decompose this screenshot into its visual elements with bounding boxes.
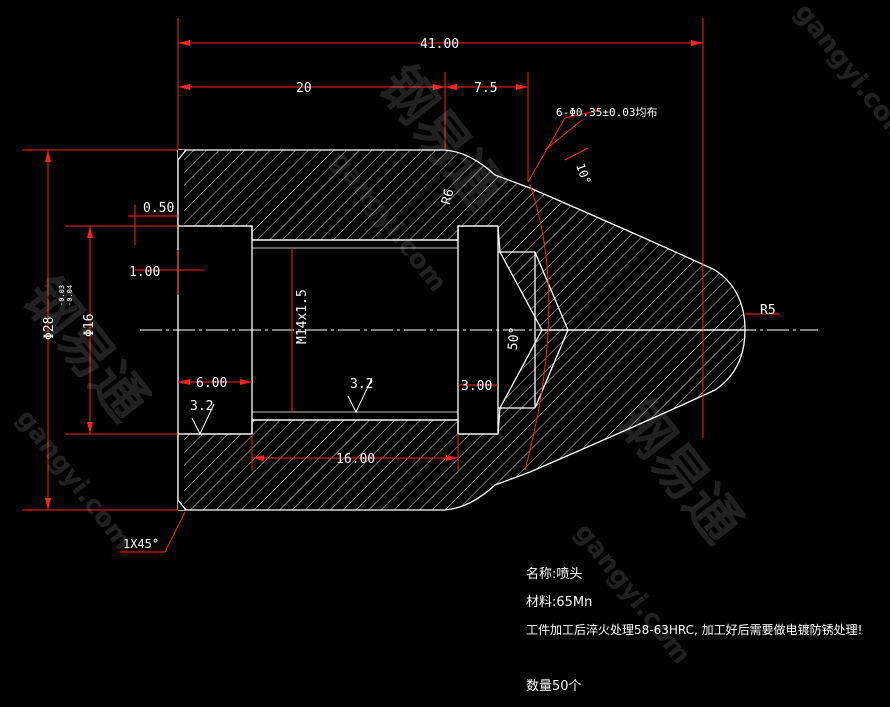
notes-block: 名称:喷头 材料:65Mn 工件加工后淬火处理58-63HRC, 加工好后需要做… — [526, 566, 862, 694]
dim-length-16-00: 16.00 — [336, 452, 375, 467]
dim-diameter-28: Φ28 — [42, 317, 57, 340]
dim-length-7-5: 7.5 — [474, 81, 497, 96]
dimension-arrows — [45, 40, 703, 510]
dim-length-6-00: 6.00 — [196, 376, 227, 391]
note-treatment: 工件加工后淬火处理58-63HRC, 加工好后需要做电镀防锈处理! — [526, 622, 862, 637]
dim-thread: M14x1.5 — [295, 289, 310, 344]
note-quantity: 数量50个 — [526, 679, 582, 694]
dim-length-3-00: 3.00 — [461, 379, 492, 394]
dim-length-20: 20 — [296, 81, 312, 96]
dim-tolerance-upper: -0.03 — [58, 285, 66, 306]
roughness-symbols — [191, 377, 373, 436]
note-name: 名称:喷头 — [526, 566, 582, 582]
dim-radius-r6: R6 — [439, 187, 458, 206]
dim-angle-10: 10° — [573, 161, 594, 186]
dim-roughness-outer: 3.2 — [190, 399, 213, 414]
dim-overall-length: 41.00 — [420, 37, 459, 52]
dim-roughness-inner: 3.2 — [350, 377, 373, 392]
dim-chamfer-0-50: 0.50 — [143, 201, 174, 216]
dim-chamfer-1x45: 1X45° — [123, 537, 159, 551]
dim-tolerance-lower: -0.04 — [66, 285, 74, 306]
dimension-texts: 41.00 20 7.5 6-Φ0.35±0.03均布 10° R6 0.50 … — [42, 37, 776, 551]
note-material: 材料:65Mn — [526, 595, 592, 610]
dimension-lines — [22, 18, 780, 553]
dim-holes-note: 6-Φ0.35±0.03均布 — [556, 106, 657, 119]
dim-radius-r5: R5 — [760, 303, 776, 318]
dim-offset-1-00: 1.00 — [129, 265, 160, 280]
dim-diameter-16: Φ16 — [82, 314, 97, 337]
dim-angle-50: 50° — [506, 326, 523, 351]
